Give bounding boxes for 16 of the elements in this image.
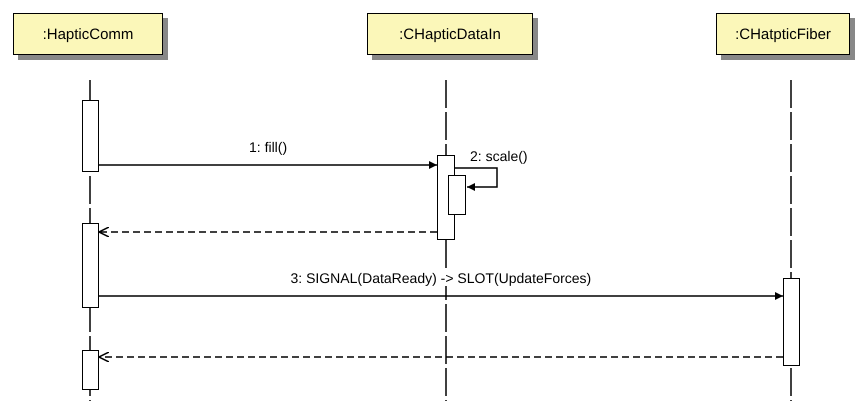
message-arrow [99,161,437,169]
object-name: :CHapticDataIn [399,26,501,42]
message-label: 3: SIGNAL(DataReady) -> SLOT(UpdateForces) [290,270,592,286]
message-arrow [455,167,498,191]
activation-bar [82,100,99,172]
object-name: :HapticComm [42,26,134,42]
activation-bar [448,175,466,215]
message-label: 2: scale() [469,148,529,164]
message-label: 1: fill() [248,139,288,155]
return-arrow [98,351,783,363]
message-arrow [99,292,783,300]
activation-bar [82,350,99,390]
activation-bar [783,278,800,366]
return-arrow [98,226,437,238]
object-name: :CHatpticFiber [735,26,831,42]
activation-bar [82,223,99,308]
